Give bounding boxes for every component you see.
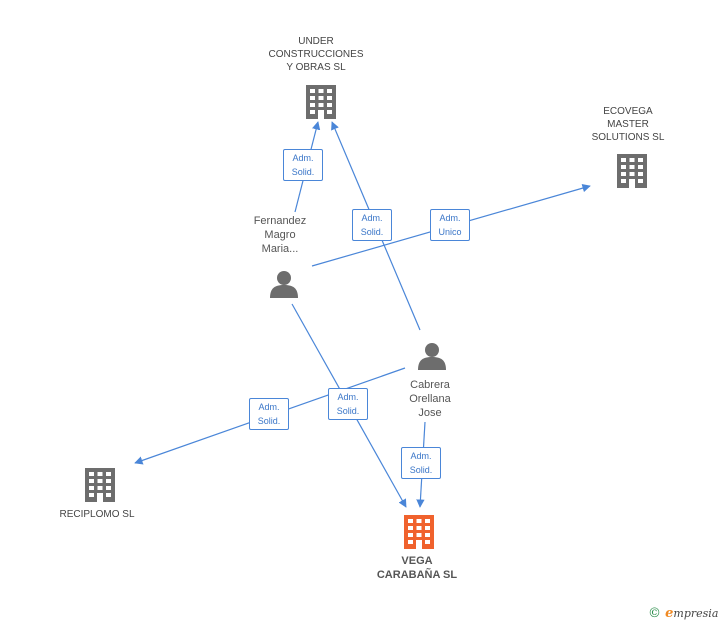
- copyright-icon: ©: [648, 606, 661, 621]
- ecovega-label[interactable]: ECOVEGA MASTER SOLUTIONS SL: [591, 106, 665, 143]
- fernandez-label[interactable]: Fernandez Magro Maria...: [253, 215, 307, 255]
- edge-label-cabrera-reciplomo: Adm. Solid.: [249, 398, 289, 430]
- edge-label-cabrera-under: Adm. Solid.: [352, 209, 392, 241]
- cabrera-label[interactable]: Cabrera Orellana Jose: [409, 379, 451, 419]
- edge-label-fernandez-ecovega: Adm. Unico: [430, 209, 470, 241]
- cabrera-person-icon[interactable]: [418, 343, 446, 370]
- vega-building-icon[interactable]: [404, 515, 434, 549]
- vega-label[interactable]: VEGA CARABAÑA SL: [376, 555, 458, 581]
- ecovega-building-icon[interactable]: [617, 154, 647, 188]
- edges: [134, 121, 591, 508]
- edge-label-fernandez-under: Adm. Solid.: [283, 149, 323, 181]
- fernandez-person-icon[interactable]: [270, 271, 298, 298]
- under-building-icon[interactable]: [306, 85, 336, 119]
- footer-brand[interactable]: © empresia: [648, 606, 718, 621]
- edge-label-cabrera-vega: Adm. Solid.: [401, 447, 441, 479]
- reciplomo-building-icon[interactable]: [85, 468, 115, 502]
- under-label[interactable]: UNDER CONSTRUCCIONES Y OBRAS SL: [268, 36, 364, 73]
- edge-label-fernandez-vega: Adm. Solid.: [328, 388, 368, 420]
- reciplomo-label[interactable]: RECIPLOMO SL: [59, 509, 135, 520]
- brand-e: e: [665, 606, 674, 621]
- brand-name: mpresia: [673, 607, 719, 620]
